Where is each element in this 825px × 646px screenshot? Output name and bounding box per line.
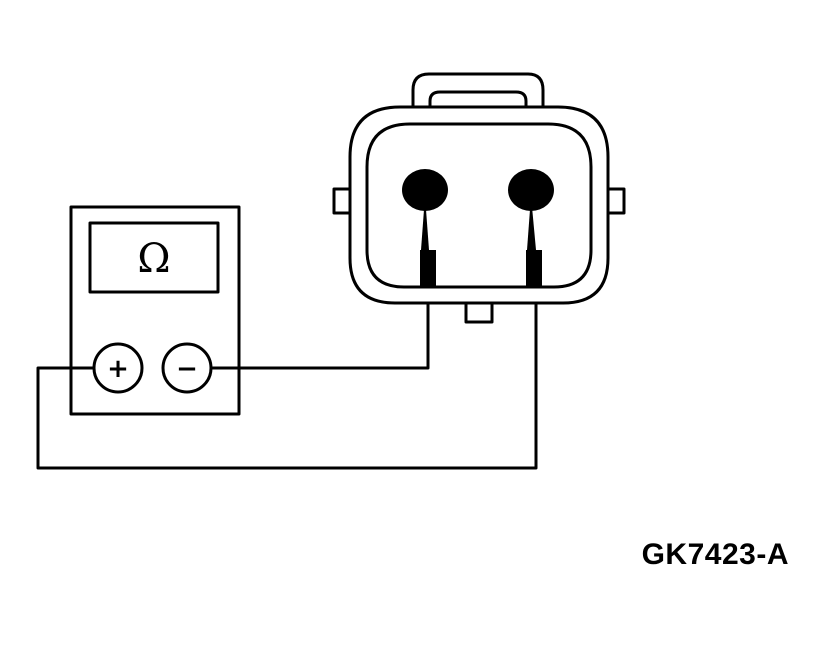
meter-display <box>88 221 220 294</box>
connector-bottom-key <box>464 300 494 324</box>
meter-body <box>69 205 241 416</box>
negative-lead-wire <box>209 280 430 370</box>
positive-lead-wire <box>36 280 538 470</box>
connector-lock-tab-inner <box>428 90 528 109</box>
probe-1-tip <box>420 250 436 286</box>
pin-2-socket <box>508 169 554 211</box>
connector-pin-2 <box>508 169 554 286</box>
connector-lock-tab <box>411 72 545 109</box>
probe-2-tip <box>526 250 542 286</box>
ohm-symbol: Ω <box>137 236 170 282</box>
pin-1-socket <box>402 169 448 211</box>
probe-1-needle <box>421 196 429 250</box>
two-pin-connector <box>332 72 626 324</box>
test-leads <box>36 280 538 470</box>
probe-2-needle <box>527 196 536 250</box>
figure-reference-code: GK7423-A <box>641 538 789 571</box>
multimeter: Ω + − <box>69 205 241 416</box>
negative-terminal-symbol: − <box>176 354 198 384</box>
connector-face <box>365 122 593 289</box>
connector-pin-1 <box>402 169 448 286</box>
connector-shell <box>348 105 610 305</box>
positive-terminal-symbol: + <box>107 354 129 384</box>
